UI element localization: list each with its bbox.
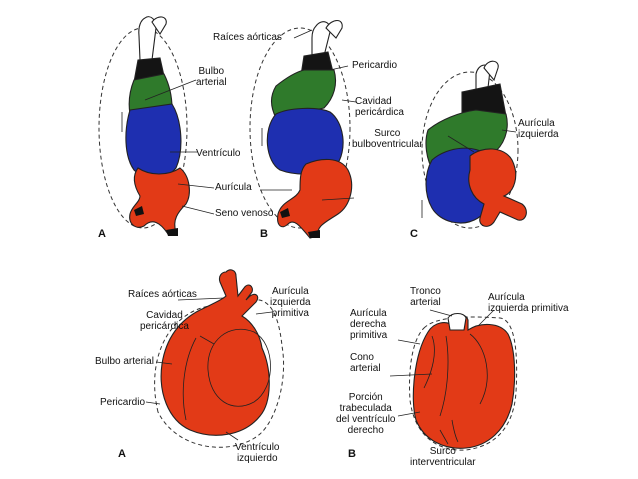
label-primitive-left-atrium: Aurícula izquierda primitiva: [270, 286, 311, 319]
left-atrium-contour: [207, 328, 271, 407]
atrium-sinus-shape: [277, 158, 353, 239]
label-left-ventricle: Ventrículo izquierdo: [235, 442, 280, 464]
pericardial-cavity-outline: [249, 27, 351, 229]
label-bulboventricular-sulcus: Surco bulboventricular: [352, 128, 423, 150]
label-bulbus-arteriosus: Bulbo arterial: [196, 66, 227, 88]
panel-label-top-a: A: [98, 228, 106, 240]
label-trabeculated-right-ventricle: Porción trabeculada del ventrículo derec…: [336, 392, 396, 436]
top-c-heart-tube: [421, 60, 527, 229]
label-aortic-roots: Raíces aórticas: [213, 32, 282, 43]
label-bulbus-arteriosus-b: Bulbo arterial: [95, 356, 154, 367]
pericardial-cavity-outline: [421, 71, 519, 229]
label-atrium: Aurícula: [215, 182, 252, 193]
label-pericardial-cavity-b: Cavidad pericárdica: [140, 310, 189, 332]
label-pericardium-b: Pericardio: [100, 397, 146, 408]
top-a-heart-tube: [98, 16, 215, 236]
bottom-a-heart: [145, 269, 285, 448]
panel-label-bottom-b: B: [348, 448, 356, 460]
label-sinus-venosus: Seno venoso: [215, 208, 274, 219]
panel-label-bottom-a: A: [118, 448, 126, 460]
label-pericardium: Pericardio: [352, 60, 398, 71]
label-aortic-roots-b: Raíces aórticas: [128, 289, 197, 300]
label-conus-arteriosus: Cono arterial: [350, 352, 381, 374]
label-ventricle: Ventrículo: [196, 148, 241, 159]
label-pericardial-cavity: Cavidad pericárdica: [355, 96, 404, 118]
bulbus-arteriosus-shape: [270, 69, 337, 119]
label-truncus-arteriosus: Tronco arterial: [410, 286, 441, 308]
pericardial-cavity-outline: [409, 316, 518, 451]
label-primitive-right-atrium: Aurícula derecha primitiva: [350, 308, 388, 341]
bottom-b-heart: [389, 309, 518, 451]
label-primitive-left-atrium-b: Aurícula izquierda primitiva: [488, 292, 569, 314]
panel-label-top-b: B: [260, 228, 268, 240]
pericardial-cavity-outline: [154, 299, 285, 448]
atrium-sinus-shape: [129, 167, 190, 235]
heart-body-shape: [412, 314, 516, 449]
ventricle-shape: [125, 103, 182, 179]
label-left-atrium: Aurícula izquierda: [518, 118, 559, 140]
label-interventricular-sulcus: Surco interventricular: [410, 446, 476, 468]
top-b-heart-tube: [249, 19, 357, 239]
heart-body-shape: [160, 269, 270, 436]
panel-label-top-c: C: [410, 228, 418, 240]
left-atrium-shape: [468, 148, 527, 227]
